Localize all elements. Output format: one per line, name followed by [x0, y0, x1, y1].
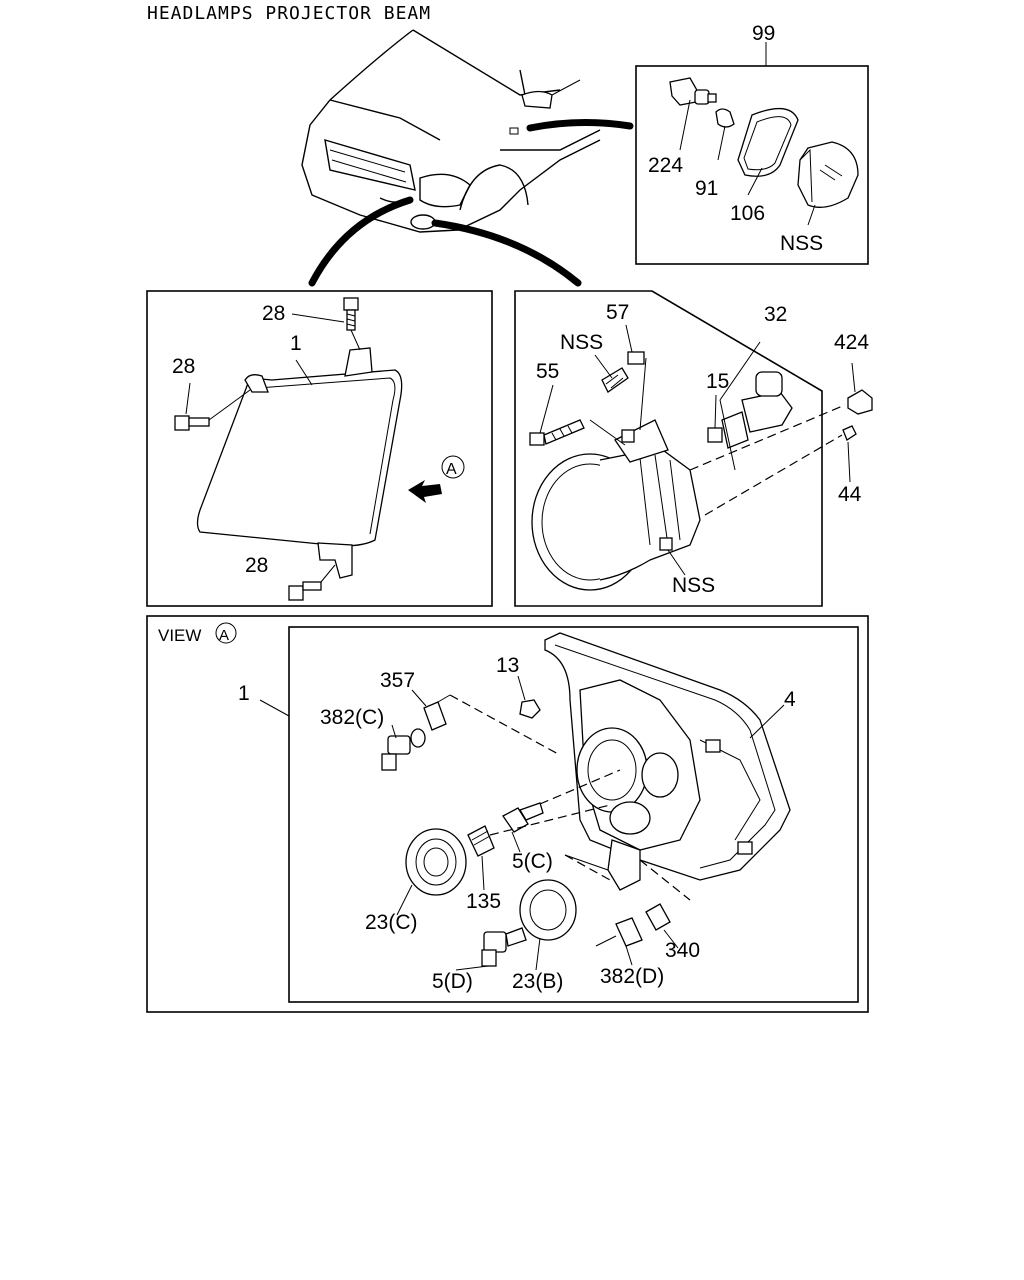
bulb-382c [381, 735, 411, 771]
bulb-340 [645, 903, 671, 931]
callout-1-lens: 1 [290, 332, 302, 355]
view-label: VIEW [158, 626, 201, 645]
callout-44: 44 [838, 483, 862, 506]
connector-arc [431, 219, 582, 287]
view-marker-label: A [446, 461, 457, 478]
dust-cover-23c [405, 828, 467, 896]
callout-4: 4 [784, 688, 796, 711]
callout-28-left: 28 [172, 355, 195, 378]
page-title: HEADLAMPS PROJECTOR BEAM [147, 3, 432, 24]
bolt-28-left [174, 389, 251, 431]
headlamp-lens [196, 347, 403, 579]
callout-28-bottom: 28 [245, 554, 268, 577]
callout-135: 135 [466, 890, 501, 913]
callout-5c: 5(C) [512, 850, 553, 873]
callout-357: 357 [380, 669, 415, 692]
bolt-28-bottom [288, 564, 336, 601]
callout-nss-top: NSS [780, 232, 823, 255]
cap-135 [467, 825, 495, 857]
nut-13 [519, 699, 541, 719]
grommet-424 [847, 389, 873, 415]
bulb-socket-357 [410, 701, 447, 748]
callout-340: 340 [665, 939, 700, 962]
callout-15: 15 [706, 370, 729, 393]
callout-382d: 382(D) [600, 965, 664, 988]
bulb-382d [595, 917, 643, 947]
side-marker-socket [669, 77, 717, 106]
clip-57 [627, 351, 645, 365]
vehicle-sketch [301, 29, 601, 233]
dust-cover-23b [519, 879, 577, 941]
side-marker-box [635, 65, 869, 265]
headlamp-housing [544, 632, 791, 891]
connector-arc [308, 196, 414, 287]
fog-lamp [531, 419, 701, 591]
side-marker-bulb [715, 108, 735, 128]
nut-44 [842, 425, 857, 441]
callout-224: 224 [648, 154, 683, 177]
fog-bulb [707, 371, 793, 449]
fog-lamp-box [514, 290, 823, 607]
callout-23b: 23(B) [512, 970, 563, 993]
connector-arc [526, 118, 634, 132]
bulb-5c [502, 802, 544, 833]
callout-106: 106 [730, 202, 765, 225]
lens-box [146, 290, 493, 607]
bolt-28-top [343, 297, 361, 351]
callout-13: 13 [496, 654, 519, 677]
callout-382c: 382(C) [320, 706, 384, 729]
view-a-arrow: A [408, 455, 465, 503]
adjuster-nss [601, 367, 629, 393]
screw-55 [529, 419, 585, 446]
callout-99: 99 [752, 22, 775, 45]
bulb-5d [481, 927, 527, 967]
callout-91: 91 [695, 177, 718, 200]
callout-5d: 5(D) [432, 970, 473, 993]
callout-nss-mid: NSS [560, 331, 603, 354]
callout-57: 57 [606, 301, 629, 324]
side-marker-lamp [797, 141, 859, 208]
callout-55: 55 [536, 360, 559, 383]
view-a-box [146, 615, 869, 1013]
callout-28-top: 28 [262, 302, 285, 325]
callout-424: 424 [834, 331, 869, 354]
view-a-inner-box [288, 626, 859, 1003]
callout-32: 32 [764, 303, 787, 326]
view-marker: A [219, 627, 229, 644]
callout-nss-low: NSS [672, 574, 715, 597]
side-marker-gasket [737, 108, 799, 177]
callout-1-view: 1 [238, 682, 250, 705]
callout-23c: 23(C) [365, 911, 418, 934]
